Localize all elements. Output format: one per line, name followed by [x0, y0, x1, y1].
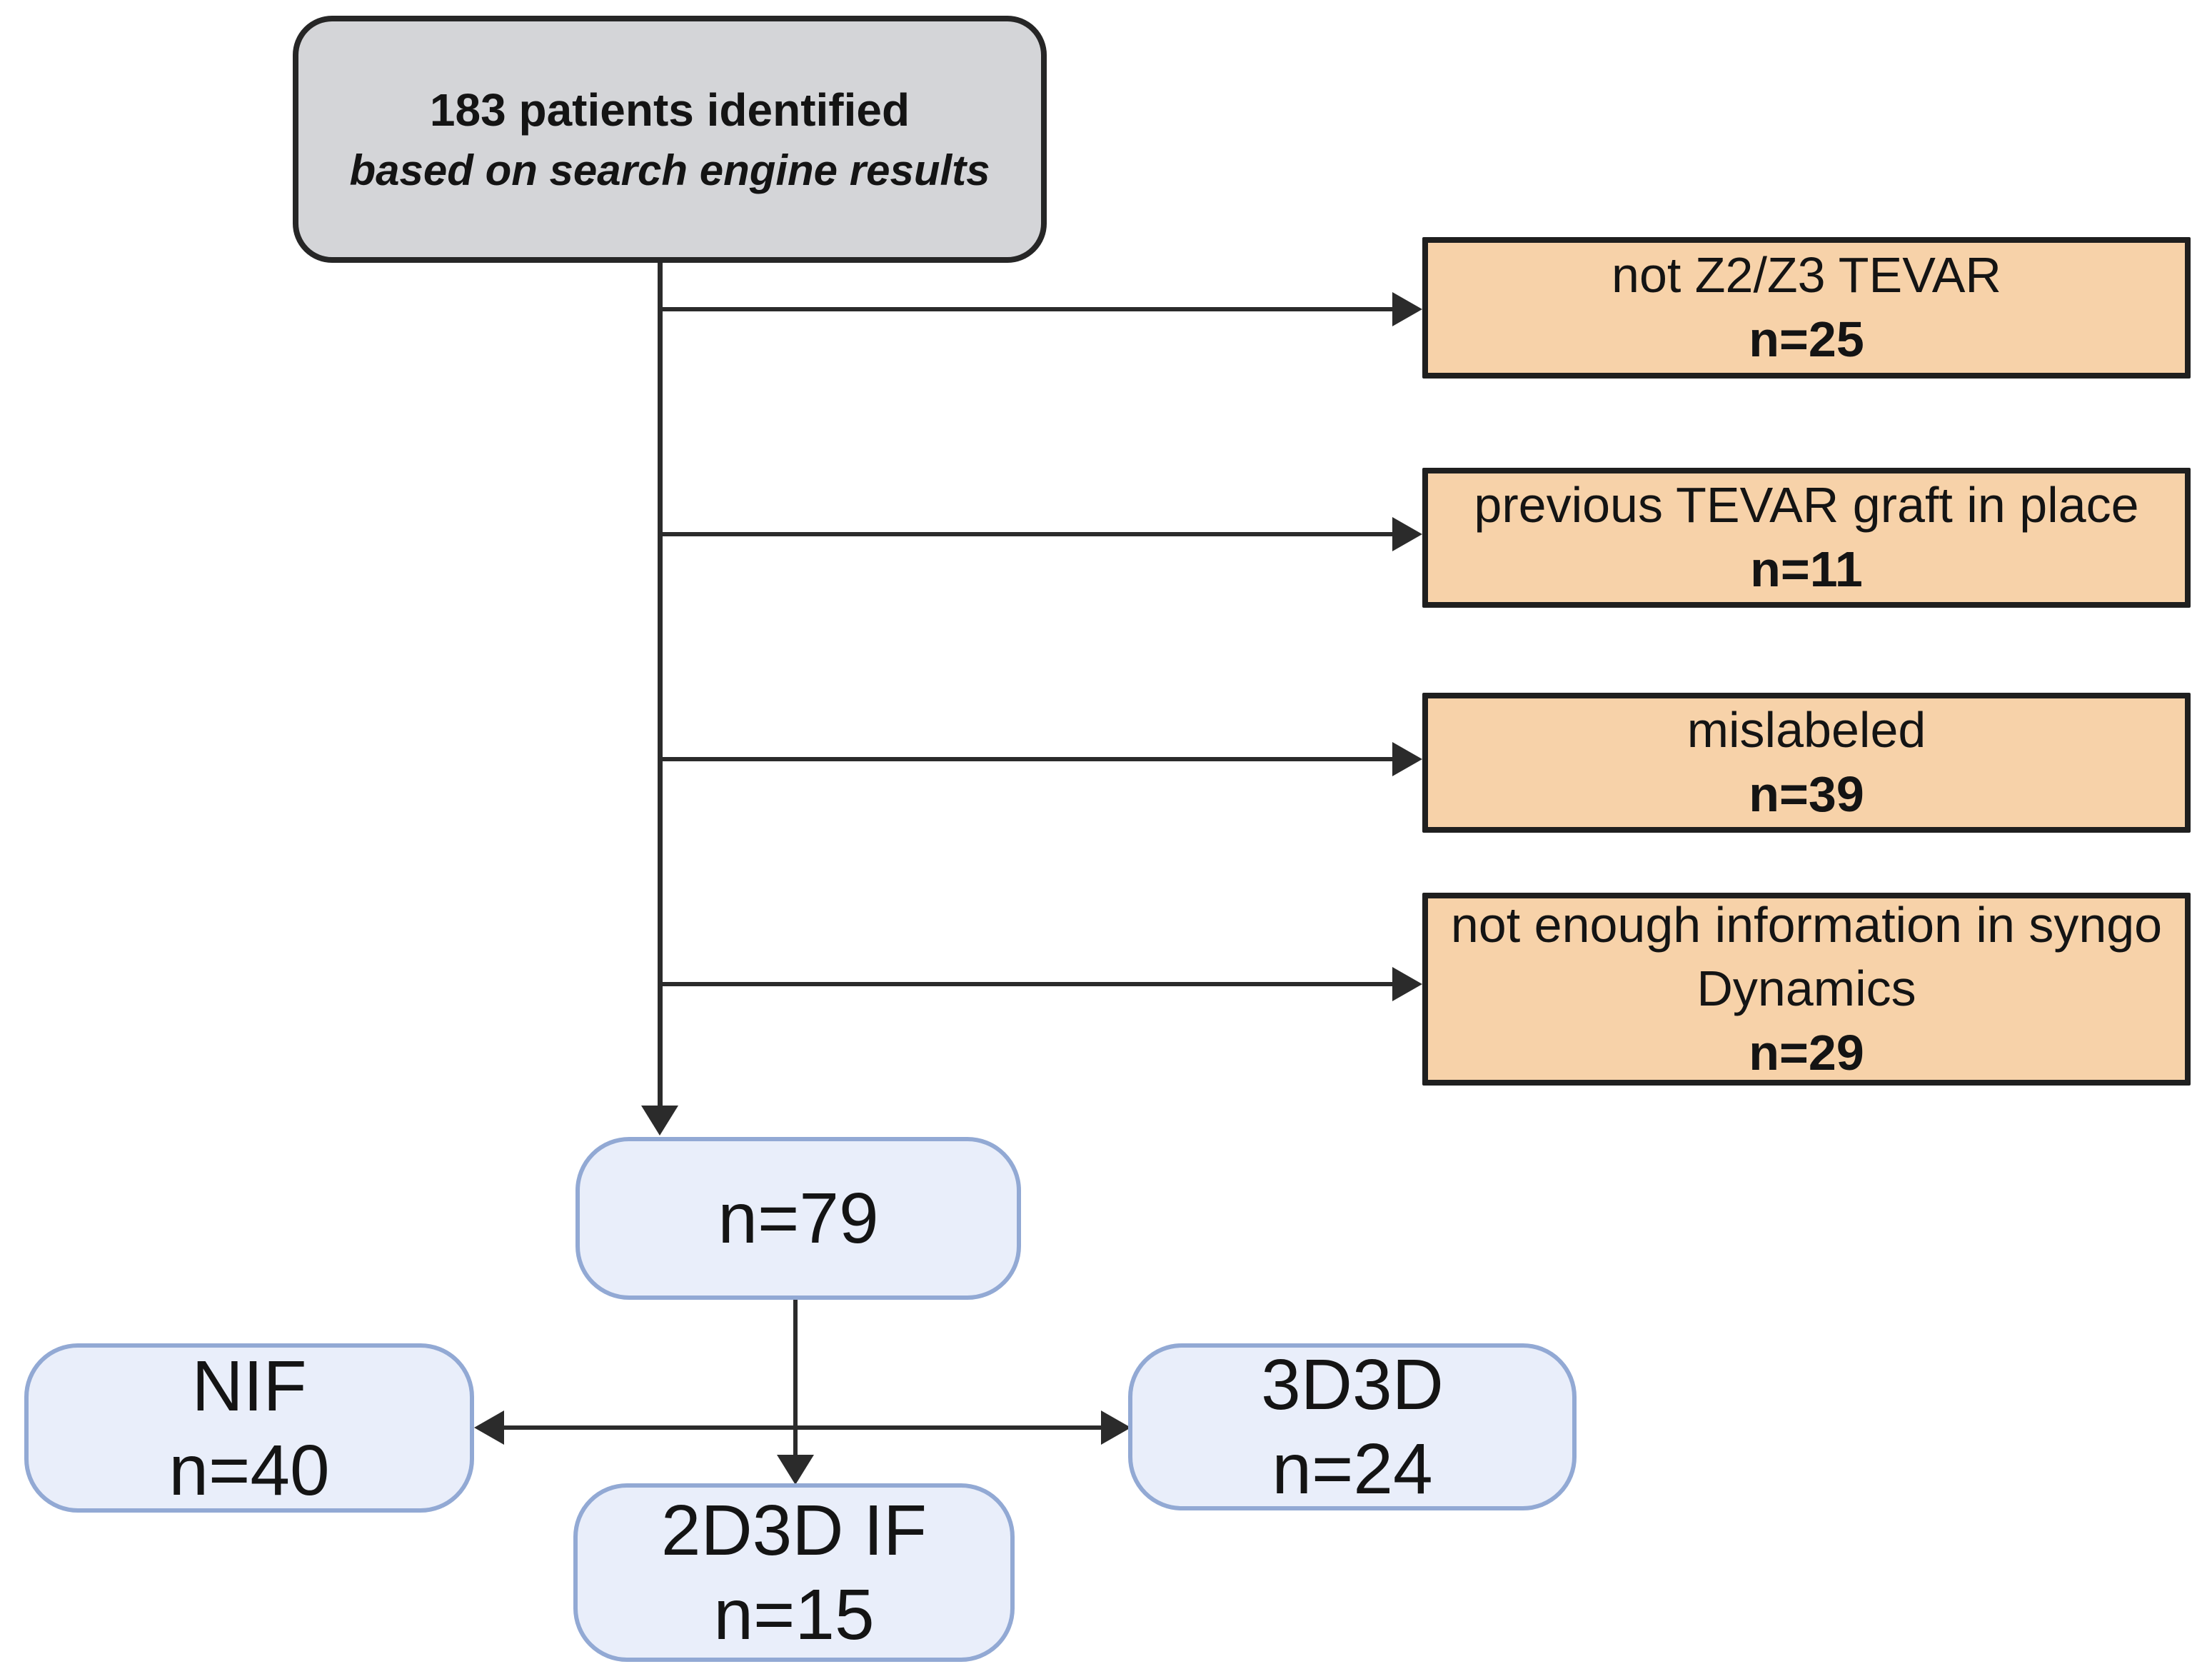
exclusion-4-label: not enough information in syngo Dynamics: [1450, 896, 2163, 1017]
node-exclusion-previous-tevar-graft: previous TEVAR graft in place n=11: [1422, 468, 2191, 608]
arrowhead-to-nif: [474, 1410, 504, 1445]
node-nif: NIF n=40: [24, 1343, 474, 1513]
2d3d-if-label: 2D3D IF: [660, 1490, 927, 1570]
connector-trunk-vertical: [658, 263, 663, 1106]
connector-branch-3: [660, 757, 1395, 761]
node-3d3d: 3D3D n=24: [1128, 1343, 1577, 1510]
node-patients-identified: 183 patients identified based on search …: [293, 16, 1047, 263]
exclusion-2-label: previous TEVAR graft in place: [1474, 477, 2139, 533]
arrowhead-to-included: [641, 1106, 678, 1136]
arrowhead-to-3d3d: [1101, 1410, 1131, 1445]
arrowhead-to-2d3d-if: [777, 1455, 814, 1485]
connector-branch-4: [660, 982, 1395, 986]
included-count: n=79: [718, 1178, 879, 1258]
exclusion-3-count: n=39: [1749, 766, 1864, 822]
nif-label: NIF: [191, 1345, 307, 1426]
connector-split-horizontal: [504, 1425, 1101, 1430]
patients-identified-text: 183 patients identified: [429, 84, 910, 136]
3d3d-label: 3D3D: [1261, 1345, 1444, 1425]
arrowhead-exclusion-2: [1392, 517, 1422, 551]
exclusion-2-count: n=11: [1750, 541, 1863, 597]
nif-count: n=40: [169, 1430, 330, 1510]
connector-included-vertical: [793, 1300, 798, 1455]
arrowhead-exclusion-3: [1392, 742, 1422, 776]
exclusion-1-count: n=25: [1749, 311, 1864, 367]
search-engine-results-text: based on search engine results: [349, 146, 990, 194]
node-included-n79: n=79: [575, 1137, 1021, 1300]
node-exclusion-not-z2z3-tevar: not Z2/Z3 TEVAR n=25: [1422, 237, 2191, 379]
arrowhead-exclusion-4: [1392, 967, 1422, 1001]
2d3d-if-count: n=15: [713, 1575, 875, 1655]
node-exclusion-not-enough-information: not enough information in syngo Dynamics…: [1422, 893, 2191, 1086]
3d3d-count: n=24: [1272, 1429, 1433, 1509]
node-2d3d-if: 2D3D IF n=15: [573, 1483, 1015, 1662]
node-exclusion-mislabeled: mislabeled n=39: [1422, 693, 2191, 833]
exclusion-1-label: not Z2/Z3 TEVAR: [1612, 247, 2001, 304]
connector-branch-2: [660, 532, 1395, 536]
exclusion-4-count: n=29: [1749, 1024, 1864, 1081]
exclusion-3-label: mislabeled: [1686, 702, 1926, 758]
connector-branch-1: [660, 307, 1395, 311]
arrowhead-exclusion-1: [1392, 292, 1422, 326]
